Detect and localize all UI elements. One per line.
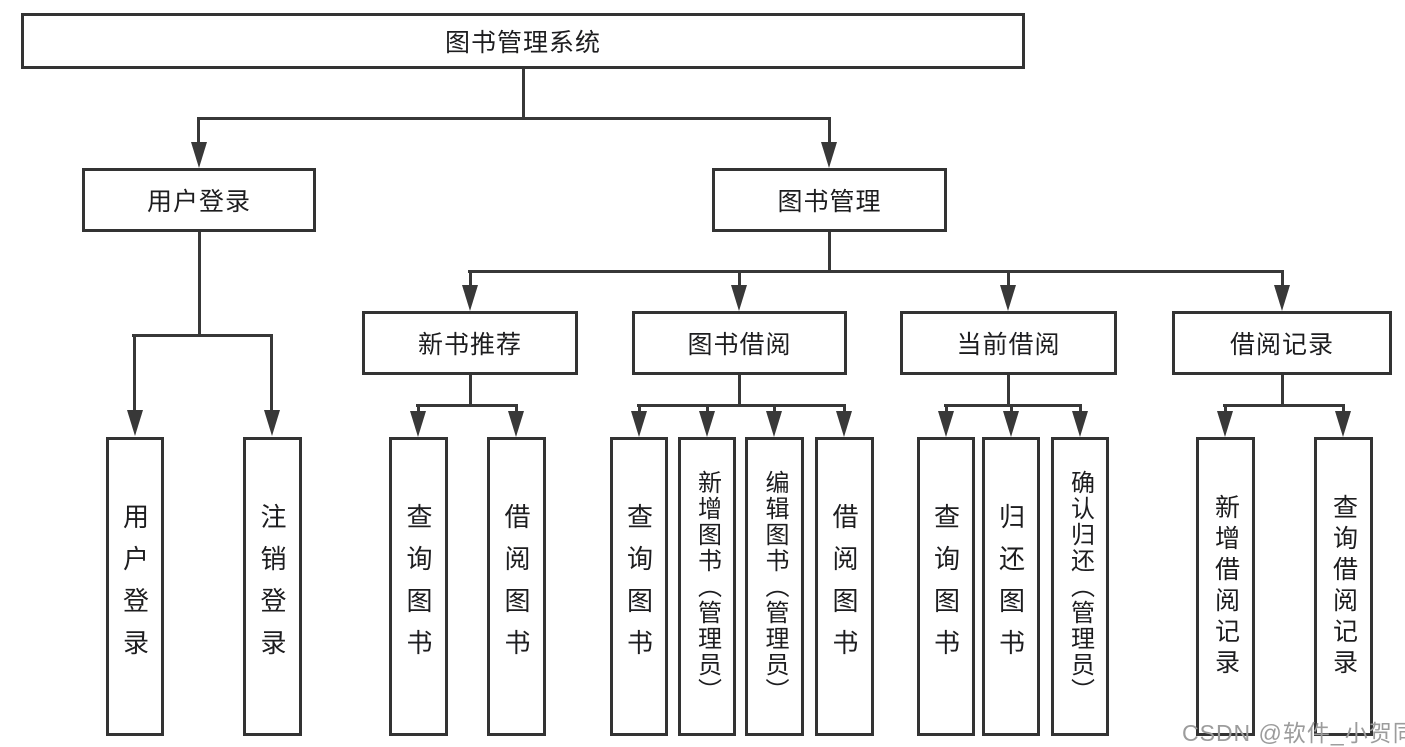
arrow-cb-confirm <box>1072 411 1088 437</box>
node-leaf-nb-borrow-label: 借阅图书 <box>501 502 531 671</box>
node-leaf-cb-return: 归还图书 <box>982 437 1040 736</box>
node-user-login-group: 用户登录 <box>82 168 316 232</box>
connector-cb-query-stem <box>945 404 948 414</box>
node-book-borrow: 图书借阅 <box>632 311 847 375</box>
arrow-cb-query <box>938 411 954 437</box>
arrow-to-login <box>127 410 143 436</box>
node-leaf-cb-query: 查询图书 <box>917 437 975 736</box>
arrow-to-borrow <box>731 285 747 311</box>
node-leaf-nb-query-label: 查询图书 <box>403 502 433 671</box>
node-leaf-bb-edit: 编辑图书（管理员） <box>745 437 804 736</box>
connector-to-new-book-stem <box>469 270 472 288</box>
node-leaf-logout: 注销登录 <box>243 437 302 736</box>
connector-book-mgmt-branch <box>468 270 1284 273</box>
arrow-bb-edit <box>766 411 782 437</box>
arrow-bb-add <box>699 411 715 437</box>
arrow-to-user-login <box>191 142 207 168</box>
node-book-mgmt-group: 图书管理 <box>712 168 947 232</box>
connector-new-book-branch <box>416 404 518 407</box>
node-leaf-user-login-label: 用户登录 <box>119 502 150 671</box>
node-borrow-records-label: 借阅记录 <box>1229 331 1334 359</box>
connector-nb-borrow-stem <box>515 404 518 414</box>
connector-br-add-stem <box>1224 404 1227 414</box>
connector-user-login-branch <box>132 334 273 337</box>
node-leaf-br-add: 新增借阅记录 <box>1196 437 1255 736</box>
connector-to-logout-stem <box>270 334 273 412</box>
node-leaf-cb-query-label: 查询图书 <box>930 502 961 671</box>
connector-records-stem <box>1281 374 1284 407</box>
node-leaf-br-query: 查询借阅记录 <box>1314 437 1373 736</box>
node-leaf-bb-borrow-label: 借阅图书 <box>829 502 859 671</box>
connector-level1-branch <box>197 117 831 120</box>
node-book-mgmt-group-label: 图书管理 <box>777 188 882 216</box>
node-leaf-bb-add: 新增图书（管理员） <box>678 437 736 736</box>
node-leaf-bb-add-label: 新增图书（管理员） <box>693 469 721 704</box>
node-leaf-logout-label: 注销登录 <box>257 502 287 671</box>
connector-bb-add-stem <box>706 404 709 414</box>
connector-to-current-stem <box>1007 270 1010 288</box>
connector-to-login-stem <box>133 334 136 412</box>
arrow-br-add <box>1217 411 1233 437</box>
connector-user-login-stem <box>198 231 201 336</box>
node-leaf-bb-query: 查询图书 <box>610 437 668 736</box>
arrow-to-logout <box>264 410 280 436</box>
arrow-to-current <box>1000 285 1016 311</box>
arrow-bb-query <box>631 411 647 437</box>
connector-book-borrow-stem <box>738 374 741 407</box>
arrow-to-book-mgmt <box>821 142 837 168</box>
node-leaf-nb-borrow: 借阅图书 <box>487 437 546 736</box>
connector-cb-return-stem <box>1010 404 1013 414</box>
node-leaf-bb-borrow: 借阅图书 <box>815 437 874 736</box>
node-leaf-cb-confirm: 确认归还（管理员） <box>1051 437 1109 736</box>
connector-to-borrow-stem <box>738 270 741 288</box>
node-leaf-bb-query-label: 查询图书 <box>623 502 654 671</box>
arrow-to-records <box>1274 285 1290 311</box>
connector-bb-edit-stem <box>773 404 776 414</box>
connector-book-mgmt-stem <box>828 231 831 272</box>
node-book-borrow-label: 图书借阅 <box>687 331 792 359</box>
connector-to-user-login-stem <box>197 117 200 145</box>
connector-br-query-stem <box>1342 404 1345 414</box>
connector-root-stem <box>522 69 525 118</box>
connector-current-stem <box>1007 374 1010 407</box>
node-leaf-cb-return-label: 归还图书 <box>995 502 1026 671</box>
node-leaf-nb-query: 查询图书 <box>389 437 448 736</box>
node-borrow-records: 借阅记录 <box>1172 311 1392 375</box>
node-leaf-br-query-label: 查询借阅记录 <box>1329 493 1358 680</box>
arrow-nb-query <box>410 411 426 437</box>
node-leaf-br-add-label: 新增借阅记录 <box>1211 493 1240 680</box>
connector-bb-query-stem <box>638 404 641 414</box>
connector-current-branch <box>944 404 1082 407</box>
node-new-book-rec: 新书推荐 <box>362 311 578 375</box>
node-current-borrow-label: 当前借阅 <box>956 331 1061 359</box>
node-root-system-label: 图书管理系统 <box>444 29 601 57</box>
node-leaf-bb-edit-label: 编辑图书（管理员） <box>761 469 788 704</box>
connector-to-book-mgmt-stem <box>828 117 831 145</box>
arrow-cb-return <box>1003 411 1019 437</box>
arrow-nb-borrow <box>508 411 524 437</box>
watermark-text: CSDN @软件_小贺同学 <box>1182 720 1405 746</box>
connector-new-book-stem <box>469 374 472 407</box>
connector-bb-borrow-stem <box>843 404 846 414</box>
node-new-book-rec-label: 新书推荐 <box>417 331 522 359</box>
node-current-borrow: 当前借阅 <box>900 311 1117 375</box>
arrow-br-query <box>1335 411 1351 437</box>
node-root-system: 图书管理系统 <box>21 13 1025 69</box>
node-user-login-group-label: 用户登录 <box>146 188 251 216</box>
node-leaf-cb-confirm-label: 确认归还（管理员） <box>1066 469 1094 704</box>
connector-nb-query-stem <box>417 404 420 414</box>
connector-cb-confirm-stem <box>1079 404 1082 414</box>
node-leaf-user-login: 用户登录 <box>106 437 164 736</box>
connector-records-branch <box>1223 404 1345 407</box>
connector-to-records-stem <box>1281 270 1284 288</box>
arrow-bb-borrow <box>836 411 852 437</box>
connector-book-borrow-branch <box>637 404 846 407</box>
arrow-to-new-book <box>462 285 478 311</box>
